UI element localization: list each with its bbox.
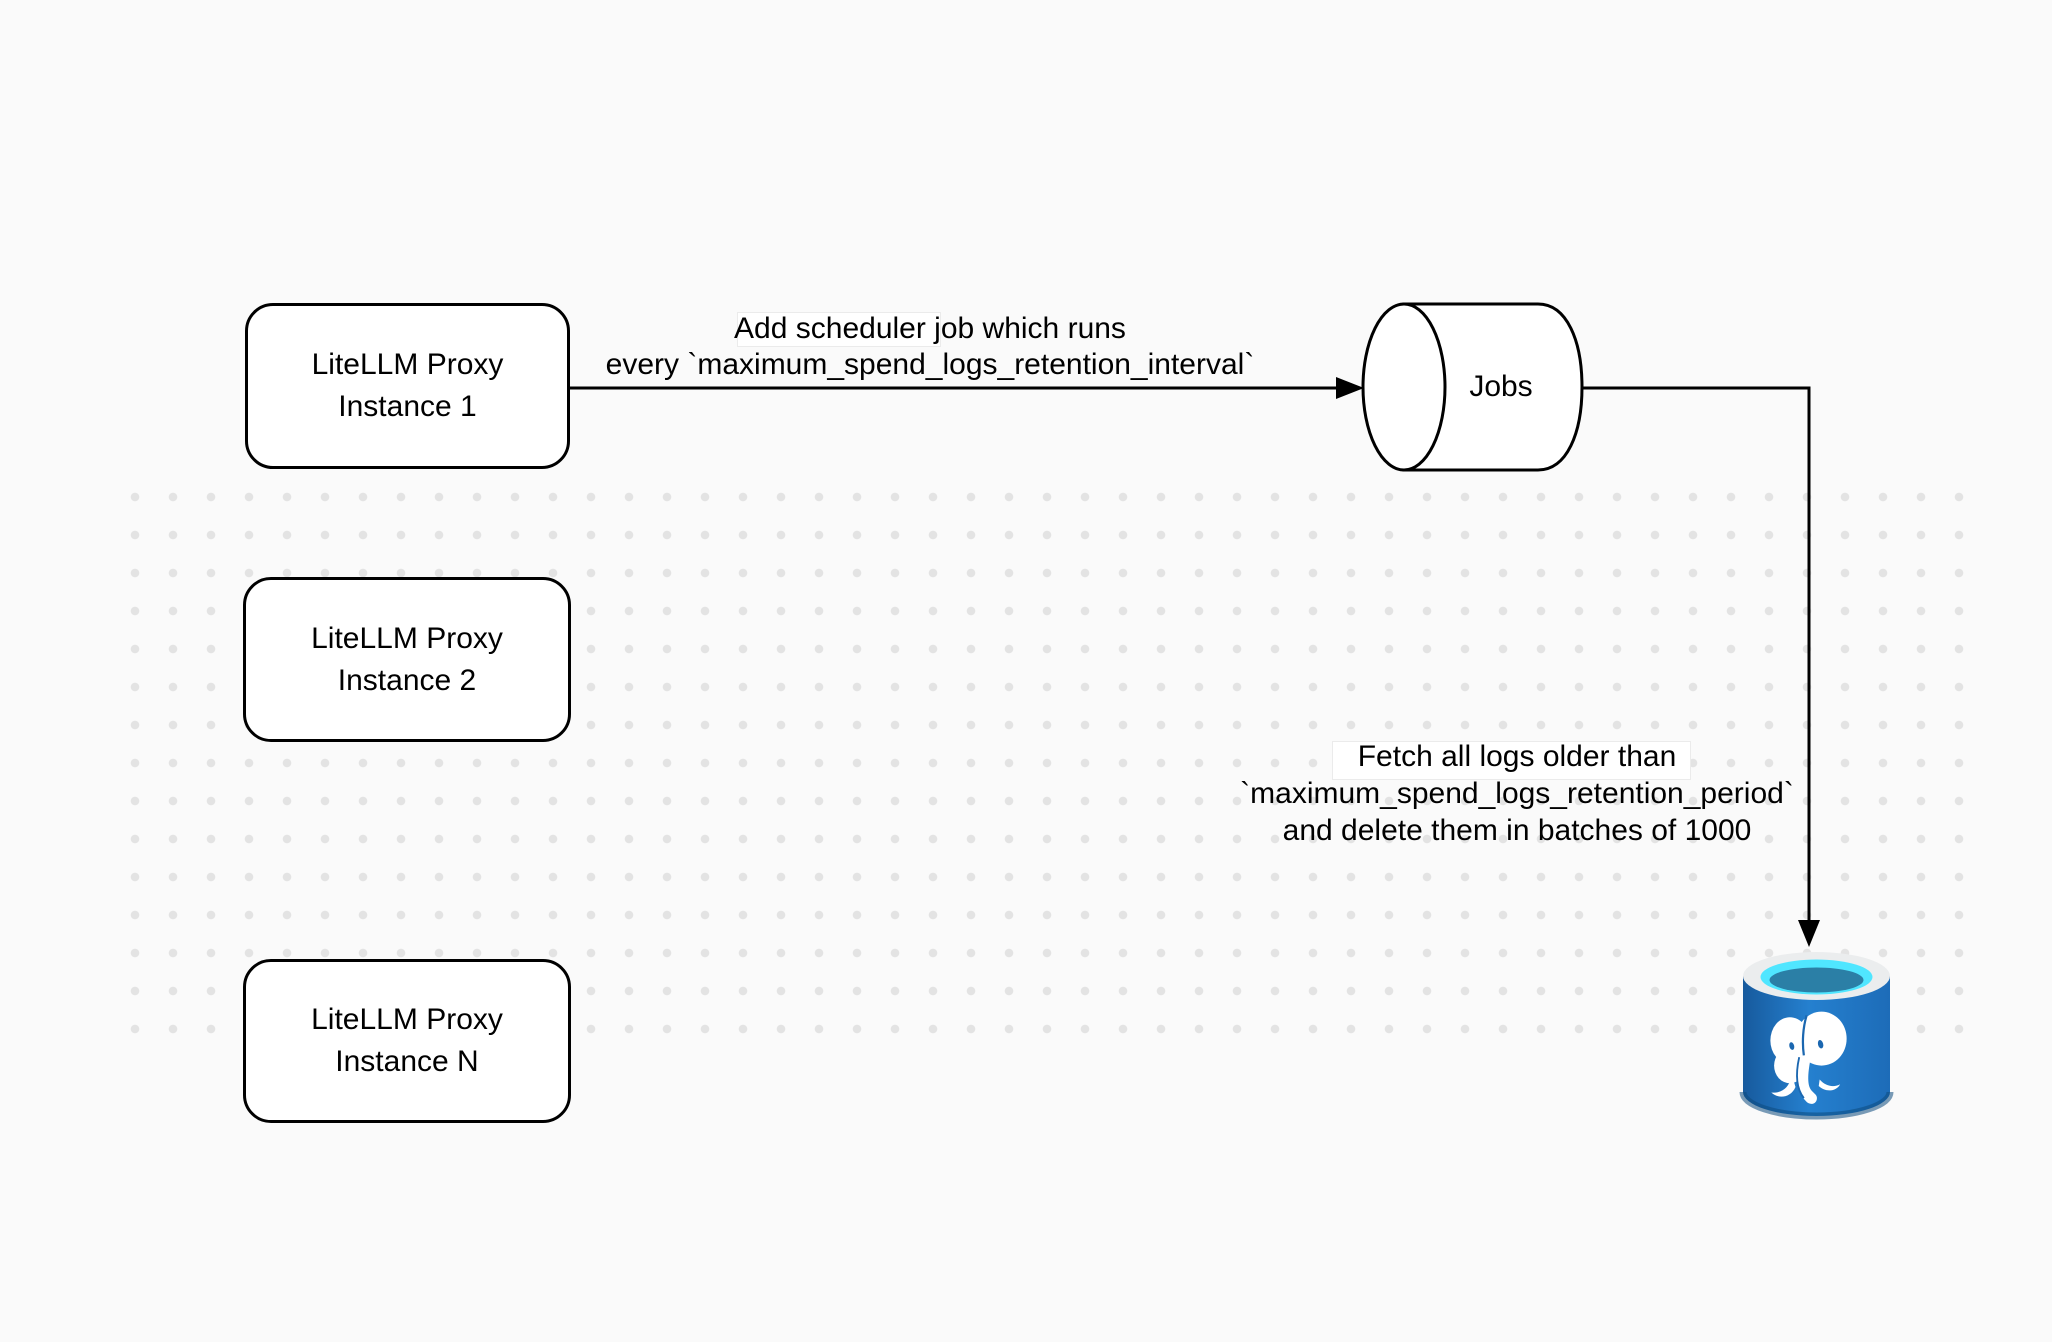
edge-scheduler-arrowhead — [1336, 377, 1364, 399]
edge-fetch-arrowhead — [1798, 920, 1820, 947]
node-jobs-cylinder[interactable] — [1361, 302, 1584, 472]
node-litellm-proxy-instance-n[interactable]: LiteLLM Proxy Instance N — [243, 959, 571, 1123]
edge-fetch-line[interactable] — [1581, 386, 1811, 921]
edge-fetch[interactable] — [1581, 386, 1820, 947]
fetch-label-background — [1332, 741, 1691, 780]
postgresql-database-icon[interactable] — [1739, 952, 1894, 1120]
pg-cylinder-bottom-shade — [1739, 1091, 1894, 1120]
scheduler-edge-label-line1: Add scheduler job which runs — [734, 312, 1126, 345]
fetch-edge-label-line3: and delete them in batches of 1000 — [1282, 814, 1752, 847]
scheduler-label-background — [737, 312, 941, 347]
node-litellm-proxy-instance-2[interactable]: LiteLLM Proxy Instance 2 — [243, 577, 571, 742]
pg-elephant — [1770, 1011, 1847, 1104]
edge-scheduler[interactable] — [570, 377, 1364, 399]
fetch-edge-label-line1: Fetch all logs older than — [1357, 740, 1677, 773]
jobs-node-label: Jobs — [1469, 370, 1533, 403]
fetch-edge-label: Fetch all logs older than `maximum_spend… — [1167, 738, 1867, 849]
scheduler-edge-label: Add scheduler job which runs every `maxi… — [580, 311, 1280, 383]
jobs-cylinder-cap — [1361, 302, 1447, 472]
pg-top-water-dark — [1769, 967, 1864, 993]
fetch-edge-label-line2: `maximum_spend_logs_retention_period` — [1240, 777, 1794, 810]
jobs-cylinder-body[interactable] — [1402, 302, 1584, 472]
node-litellm-proxy-instance-1[interactable]: LiteLLM Proxy Instance 1 — [245, 303, 570, 469]
scheduler-edge-label-line2: every `maximum_spend_logs_retention_inte… — [605, 348, 1255, 381]
